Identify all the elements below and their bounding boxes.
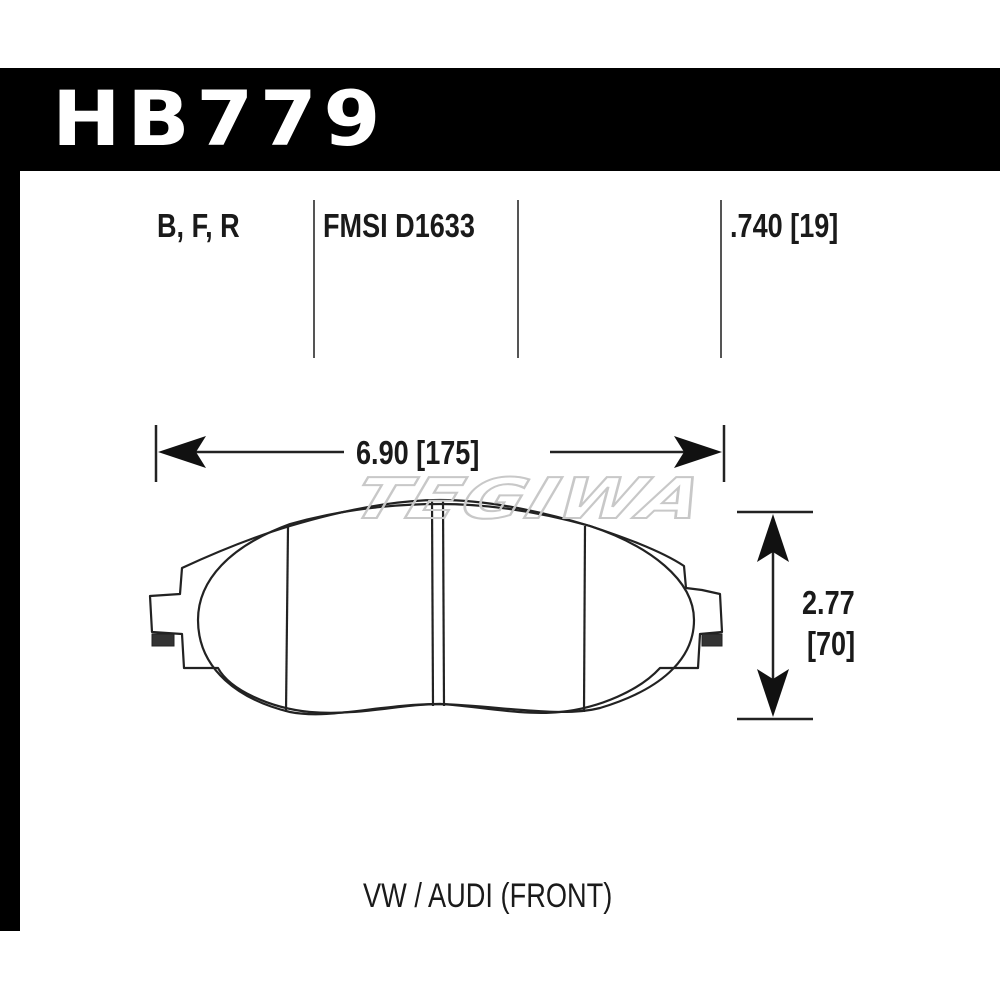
up-arrow-icon — [757, 514, 789, 562]
right-shim-tab — [701, 633, 723, 647]
compound-codes: B, F, R — [157, 207, 240, 244]
spec-dividers — [313, 200, 722, 358]
left-arrow-icon — [158, 436, 206, 468]
center-slot-left — [430, 499, 435, 707]
right-arrow-icon — [674, 436, 722, 468]
vehicle-application: VW / AUDI (FRONT) — [363, 877, 613, 915]
left-shim-tab — [151, 633, 175, 647]
left-chamfer-line — [284, 526, 290, 713]
fmsi-number: FMSI D1633 — [323, 207, 475, 244]
width-dimension-line — [154, 425, 726, 482]
part-number: HB779 — [52, 74, 388, 163]
pad-thickness: .740 [19] — [730, 207, 839, 244]
height-dimension-inches: 2.77 — [802, 584, 855, 621]
down-arrow-icon — [757, 669, 789, 717]
watermark-logo: TEGIWA — [343, 466, 715, 533]
height-dimension-mm: [70] — [807, 625, 856, 662]
left-border — [0, 68, 20, 931]
right-chamfer-line — [582, 525, 587, 713]
header-bar — [0, 68, 1000, 171]
height-dimension-line — [737, 510, 813, 721]
width-dimension-label: 6.90 [175] — [356, 434, 480, 471]
center-slot-right — [441, 499, 446, 707]
friction-pad — [196, 499, 696, 716]
